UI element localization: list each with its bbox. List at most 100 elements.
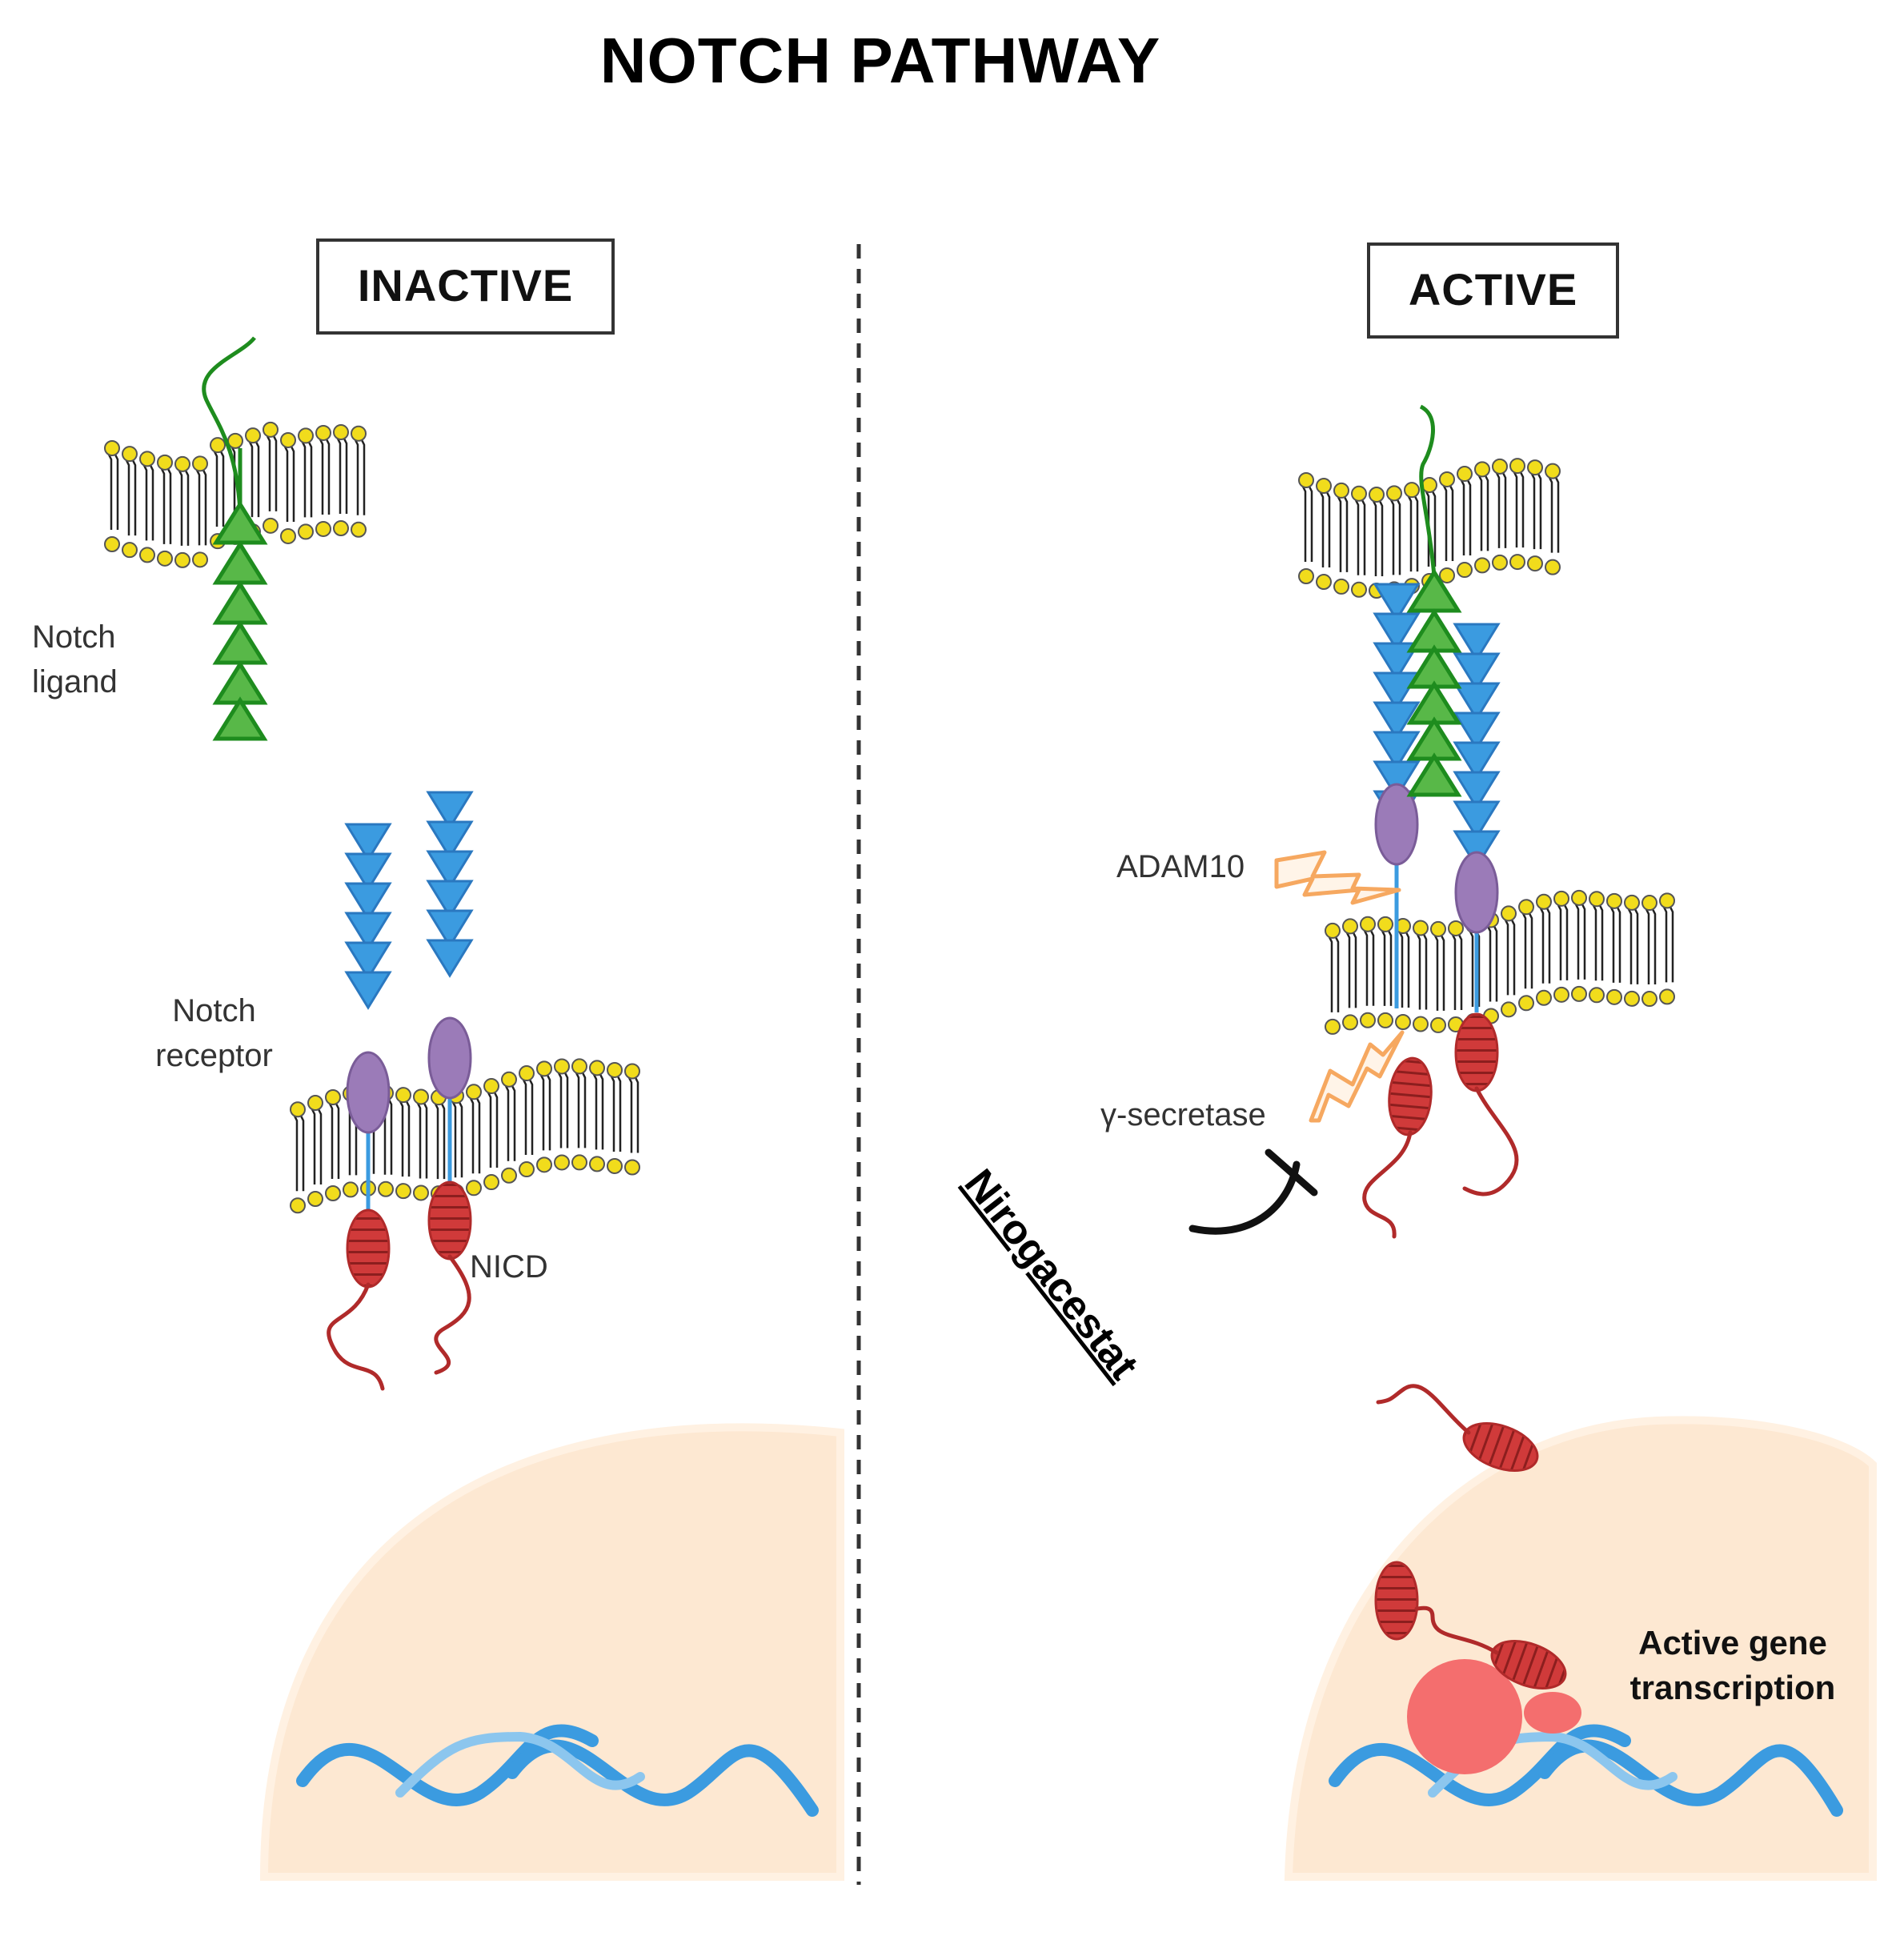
lipid-tail: [504, 1085, 510, 1161]
lipid-tail: [319, 439, 324, 515]
transcription-factor-large: [1407, 1659, 1522, 1774]
lipid-tail: [1598, 904, 1604, 981]
receptors-inactive: [327, 791, 474, 1391]
lipid-head: [315, 520, 331, 537]
lipid-tail: [1609, 907, 1615, 983]
lipid-head: [192, 551, 208, 568]
lipid-tail: [1413, 495, 1419, 572]
receptor-egf-repeat: [344, 882, 392, 921]
lipid-tail: [1440, 935, 1445, 1011]
lipid-tail: [1325, 491, 1331, 568]
lipid-head: [501, 1167, 517, 1184]
lipid-tail: [293, 1115, 299, 1192]
active-gene-transcription-label: Active gene transcription: [1629, 1624, 1836, 1706]
receptor-egf-repeat: [1453, 800, 1501, 840]
lipid-head: [245, 427, 261, 444]
lipid-head: [1430, 920, 1446, 937]
lipid-head: [104, 536, 120, 552]
lipid-tail: [1301, 486, 1307, 562]
lipid-tail: [528, 1079, 534, 1156]
lipid-tail: [255, 441, 260, 518]
lipid-head: [307, 1095, 323, 1112]
lipid-head: [1377, 916, 1393, 932]
lipid-tail: [360, 439, 366, 515]
lipid-head: [1421, 477, 1437, 494]
lipid-head: [290, 1101, 306, 1118]
lipid-tail: [248, 441, 254, 518]
lipid-tail: [336, 438, 342, 515]
lipid-tail: [599, 1073, 604, 1150]
lipid-head: [298, 523, 314, 540]
nicd-tail: [1376, 1384, 1471, 1435]
receptor-egf-repeat: [1453, 711, 1501, 751]
receptor-egf-repeat: [1373, 583, 1421, 622]
lipid-head: [1377, 1012, 1393, 1028]
receptor-hd-domain: [427, 1016, 472, 1100]
lipid-tail: [616, 1076, 622, 1152]
receptor-hd-domain: [1374, 783, 1419, 866]
lipid-head: [263, 421, 279, 438]
lipid-head: [1333, 482, 1349, 499]
lipid-tail: [1537, 473, 1542, 550]
lipid-head: [122, 446, 138, 463]
lipid-head: [1527, 555, 1543, 572]
lipid-tail: [1627, 908, 1633, 984]
lipid-tail: [1645, 908, 1650, 985]
nicd-tail: [434, 1254, 471, 1375]
lipid-tail: [325, 439, 331, 515]
nicd-tail: [1362, 1130, 1413, 1239]
lipid-head: [263, 517, 279, 534]
lipid-tail: [1528, 912, 1533, 989]
lipid-head: [325, 1089, 341, 1106]
lipid-head: [589, 1156, 605, 1172]
lipid-tail: [1501, 472, 1507, 548]
lipid-head: [192, 455, 208, 472]
lipid-tail: [416, 1102, 422, 1179]
lipid-tail: [399, 1100, 404, 1177]
lipid-tail: [184, 470, 190, 546]
lipid-head: [1457, 562, 1473, 579]
lipid-tail: [1363, 930, 1369, 1006]
lipid-head: [1589, 891, 1605, 908]
lipid-tail: [1352, 932, 1357, 1008]
lipid-head: [1351, 581, 1367, 598]
lipid-tail: [1513, 471, 1518, 548]
receptor-egf-repeat: [344, 971, 392, 1010]
lipid-head: [1545, 463, 1561, 479]
lipid-tail: [328, 1103, 334, 1179]
lipid-head: [1333, 578, 1349, 595]
nicd-tail: [1414, 1605, 1499, 1655]
ligand-repeat: [212, 696, 268, 741]
lipid-head: [333, 520, 349, 537]
lipid-head: [571, 1058, 587, 1075]
receptor-egf-repeat: [344, 912, 392, 951]
lipid-head: [1439, 471, 1455, 487]
lipid-tail: [1495, 472, 1501, 548]
lipid-head: [325, 1185, 341, 1202]
lipid-head: [571, 1154, 587, 1171]
lipid-tail: [493, 1092, 499, 1168]
lipid-tail: [1422, 933, 1428, 1010]
lipid-tail: [1662, 906, 1668, 983]
ligand-repeat: [212, 620, 268, 665]
lipid-tail: [1389, 499, 1395, 575]
lipid-head: [1624, 990, 1640, 1007]
membrane-receptor-cell-active: [1325, 889, 1675, 1035]
lipid-tail: [511, 1085, 516, 1161]
lipid-tail: [1343, 496, 1349, 572]
lipid-head: [1606, 892, 1622, 909]
lipid-head: [589, 1060, 605, 1076]
lipid-head: [280, 527, 296, 544]
lipid-head: [1439, 567, 1455, 583]
lipid-head: [1342, 1014, 1358, 1031]
nicd-domain: [346, 1208, 391, 1289]
receptor-egf-repeat: [1453, 771, 1501, 810]
lipid-tail: [299, 1115, 305, 1192]
lipid-tail: [522, 1079, 527, 1156]
lipid-tail: [1361, 499, 1366, 575]
lipid-head: [395, 1087, 411, 1104]
nucleus-inactive: [259, 1423, 844, 1881]
nicd-domain: [1462, 1422, 1539, 1472]
lipid-tail: [311, 1108, 316, 1185]
